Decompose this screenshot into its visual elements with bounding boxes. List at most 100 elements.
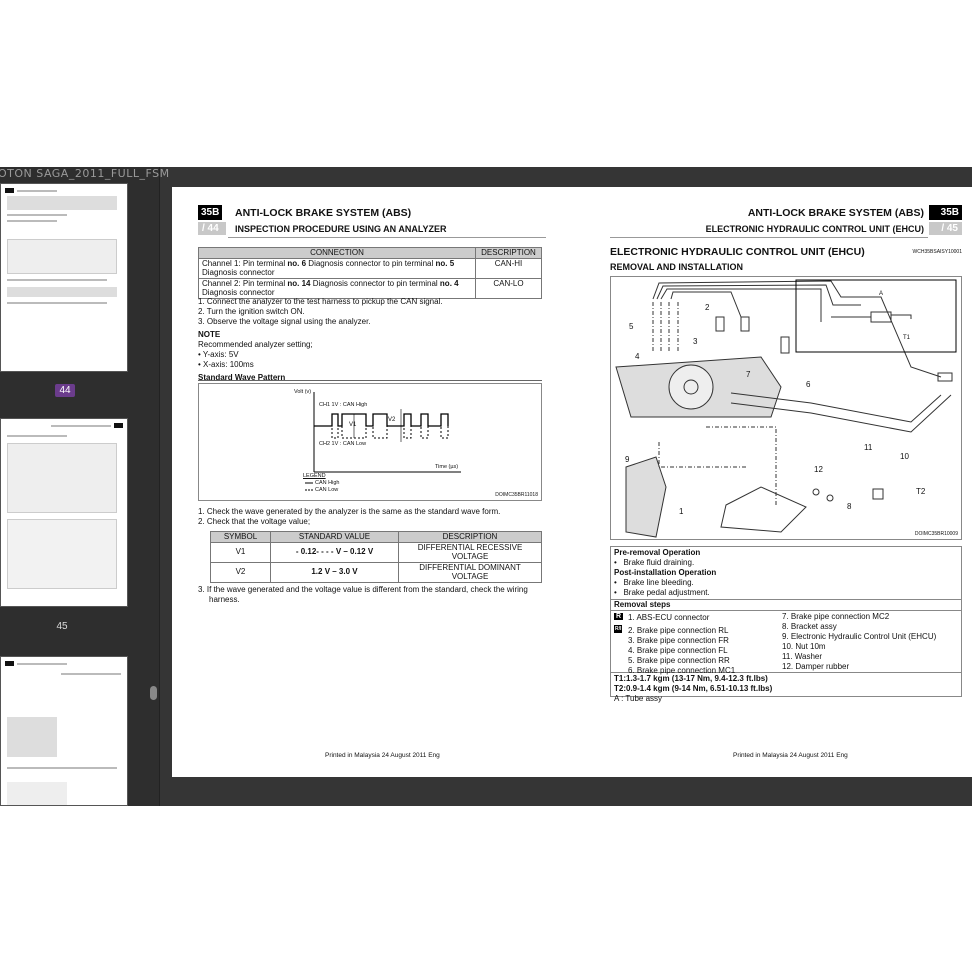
legend-can-low: CAN Low <box>315 487 339 493</box>
callout-4: 4 <box>635 352 640 361</box>
step: 10. Nut 10m <box>782 642 826 651</box>
callout-t1: T1 <box>903 335 911 341</box>
note-text: Recommended analyzer setting; <box>198 340 313 349</box>
step: 8. Bracket assy <box>782 622 837 631</box>
page-44: 35B / 44 ANTI-LOCK BRAKE SYSTEM (ABS) IN… <box>172 187 572 777</box>
post-item: Brake pedal adjustment. <box>623 588 710 597</box>
page-title: ANTI-LOCK BRAKE SYSTEM (ABS) <box>747 207 924 219</box>
y-axis-label: Volt (v) <box>294 389 312 395</box>
step: 1. ABS-ECU connector <box>628 613 710 622</box>
figure-code: DOIMC35BR11018 <box>495 492 538 498</box>
wave-title: Standard Wave Pattern <box>198 373 286 382</box>
step: 5. Brake pipe connection RR <box>628 656 730 665</box>
callout-a: A <box>879 291 884 297</box>
step-cont: harness. <box>209 594 240 604</box>
page-footer: Printed in Malaysia 24 August 2011 Eng <box>733 752 848 759</box>
ehcu-diagram: 1 2 3 4 5 6 7 8 9 10 11 12 T2 A T1 DOIMC… <box>610 276 962 540</box>
section-tag: 35B <box>929 205 962 220</box>
callout-9: 9 <box>625 455 630 464</box>
step: 6. Brake pipe connection MC1 <box>628 666 736 675</box>
step: 4. Brake pipe connection FL <box>628 646 728 655</box>
step: 7. Brake pipe connection MC2 <box>782 612 890 621</box>
step: 1. Connect the analyzer to the test harn… <box>198 297 443 306</box>
post-item: Brake line bleeding. <box>623 578 694 587</box>
figure-code: DOIMC35BR10009 <box>914 531 958 537</box>
table-row: Channel 2: Pin terminal no. 14 Diagnosis… <box>198 277 542 299</box>
callout-3: 3 <box>693 337 698 346</box>
callout-1: 1 <box>679 507 684 516</box>
callout-2: 2 <box>705 303 710 312</box>
section-code: WCH35BSAISY10001 <box>912 249 962 255</box>
check-steps: 1. Check the wave generated by the analy… <box>198 507 542 605</box>
callout-10: 10 <box>900 452 909 461</box>
section-subtitle: REMOVAL AND INSTALLATION <box>610 262 743 272</box>
thumbnail-page-46[interactable] <box>0 656 128 806</box>
page-tag: / 45 <box>929 222 962 235</box>
procedure-box: Pre-removal Operation • Brake fluid drai… <box>610 546 962 703</box>
step: 3. Brake pipe connection FR <box>628 636 729 645</box>
ch1-label: CH1 1V : CAN High <box>319 402 368 408</box>
steps-list: 1. Connect the analyzer to the test harn… <box>198 297 542 383</box>
page-45: 35B / 45 ANTI-LOCK BRAKE SYSTEM (ABS) EL… <box>572 187 972 777</box>
page-tag: / 44 <box>198 222 226 235</box>
header-standard-value: STANDARD VALUE <box>270 531 399 543</box>
pdf-viewer: OTON SAGA_2011_FULL_FSM 44 45 35B / 44 A… <box>0 167 972 806</box>
header-connection: CONNECTION <box>198 247 476 259</box>
step: 9. Electronic Hydraulic Control Unit (EH… <box>782 632 937 641</box>
page-title: ANTI-LOCK BRAKE SYSTEM (ABS) <box>235 207 412 219</box>
pre-removal-title: Pre-removal Operation <box>614 548 701 557</box>
page-footer: Printed in Malaysia 24 August 2011 Eng <box>325 752 440 759</box>
callout-11: 11 <box>864 443 873 452</box>
torque-t1: T1:1.3-1.7 kgm (13-17 Nm, 9.4-12.3 ft.lb… <box>614 674 768 683</box>
section-title: ELECTRONIC HYDRAULIC CONTROL UNIT (EHCU) <box>610 246 865 258</box>
v2-label: V2 <box>388 417 396 423</box>
callout-t2: T2 <box>916 487 926 496</box>
note-item: • Y-axis: 5V <box>198 350 239 359</box>
x-axis-label: Time (µs) <box>435 464 459 470</box>
removal-steps-title: Removal steps <box>611 600 961 611</box>
callout-8: 8 <box>847 502 852 511</box>
callout-5: 5 <box>629 322 634 331</box>
table-row: Channel 1: Pin terminal no. 6 Diagnosis … <box>198 257 542 279</box>
page-number-45[interactable]: 45 <box>56 621 68 632</box>
torque-t2: T2:0.9-1.4 kgm (9-14 Nm, 6.51-10.13 ft.l… <box>614 684 773 693</box>
scrollbar-handle[interactable] <box>150 686 157 700</box>
header-symbol: SYMBOL <box>210 531 271 543</box>
removal-install-badge: R/I <box>614 625 623 633</box>
thumbnail-sidebar: OTON SAGA_2011_FULL_FSM 44 45 <box>0 167 169 806</box>
callout-6: 6 <box>806 380 811 389</box>
step: 12. Damper rubber <box>782 662 850 671</box>
header-description: DESCRIPTION <box>398 531 542 543</box>
removal-badge: R <box>614 613 624 620</box>
step: 3. If the wave generated and the voltage… <box>198 584 528 594</box>
step: 3. Observe the voltage signal using the … <box>198 317 371 326</box>
page-subtitle: ELECTRONIC HYDRAULIC CONTROL UNIT (EHCU) <box>705 224 924 234</box>
step: 11. Washer <box>782 652 823 661</box>
pre-item: Brake fluid draining. <box>623 558 695 567</box>
note-item: • X-axis: 100ms <box>198 360 254 369</box>
document-title: OTON SAGA_2011_FULL_FSM <box>0 167 170 180</box>
note-title: NOTE <box>198 330 221 339</box>
tube-note: A : Tube assy <box>614 694 663 703</box>
callout-7: 7 <box>746 370 751 379</box>
step: 2. Turn the ignition switch ON. <box>198 307 305 316</box>
callout-12: 12 <box>814 465 823 474</box>
post-install-title: Post-installation Operation <box>614 568 717 577</box>
step: 1. Check the wave generated by the analy… <box>198 507 501 516</box>
wave-pattern-figure: Volt (v) CH1 1V : CAN High CH2 1V : CAN … <box>198 383 542 501</box>
page-subtitle: INSPECTION PROCEDURE USING AN ANALYZER <box>235 224 447 234</box>
page-number-44[interactable]: 44 <box>55 384 75 397</box>
thumbnail-page-45[interactable] <box>0 418 128 607</box>
step: 2. Brake pipe connection RL <box>628 626 729 635</box>
legend-title: LEGEND <box>303 473 326 479</box>
v1-label: V1 <box>349 422 357 428</box>
step: 2. Check that the voltage value; <box>198 517 311 526</box>
legend-can-high: CAN High <box>315 480 340 486</box>
thumbnail-page-44[interactable] <box>0 183 128 372</box>
section-tag: 35B <box>198 205 223 220</box>
ch2-label: CH2 1V : CAN Low <box>319 441 367 447</box>
